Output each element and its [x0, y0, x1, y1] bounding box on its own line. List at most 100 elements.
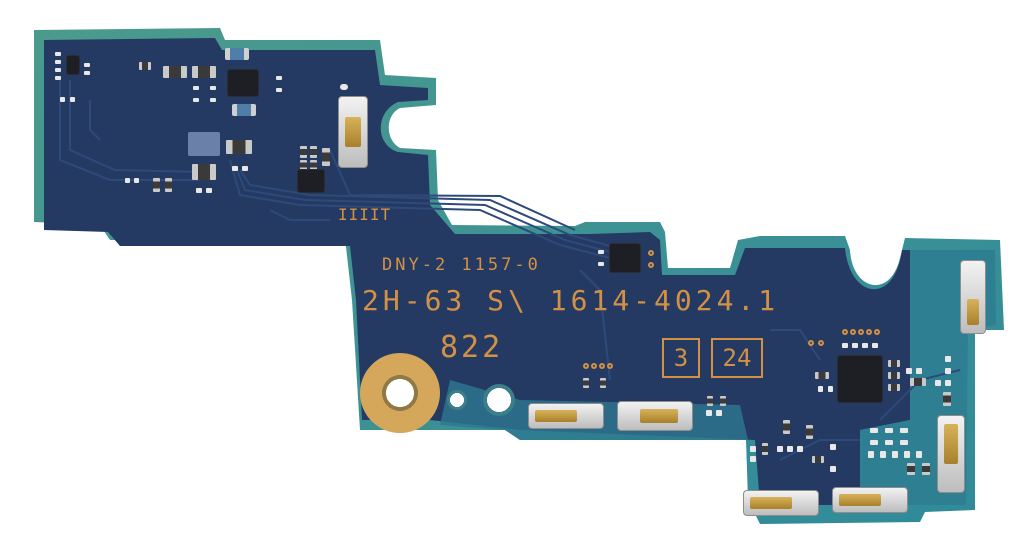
- via-ring: [858, 329, 864, 335]
- resistor: [165, 178, 172, 192]
- smd-pad: [868, 451, 874, 458]
- silkscreen-code: 822: [440, 330, 504, 365]
- smd-pad: [830, 466, 836, 472]
- spring-contact: [743, 490, 819, 516]
- smd-pad: [196, 188, 202, 193]
- smd-pad: [598, 250, 604, 254]
- resistor: [888, 372, 900, 379]
- smd-pad: [906, 368, 912, 374]
- capacitor: [139, 62, 151, 70]
- resistor: [310, 146, 317, 158]
- resistor: [910, 378, 926, 386]
- via-ring: [874, 329, 880, 335]
- spring-contact: [937, 415, 965, 493]
- smd-pad: [210, 98, 216, 102]
- smd-pad: [70, 97, 75, 102]
- resistor: [300, 160, 307, 170]
- smd-pad: [842, 343, 848, 348]
- smd-pad: [598, 262, 604, 266]
- blue-capacitor: [232, 104, 256, 116]
- resistor: [600, 378, 606, 388]
- smd-pad: [945, 368, 951, 374]
- smd-pad: [870, 428, 878, 433]
- smd-pad: [797, 446, 803, 452]
- smd-pad: [872, 343, 878, 348]
- silkscreen-marker: IIIIT: [338, 205, 392, 224]
- smd-pad: [60, 97, 65, 102]
- small-hole: [483, 384, 515, 416]
- via-ring: [648, 250, 654, 256]
- smd-pad: [818, 386, 823, 392]
- resistor: [806, 425, 813, 439]
- smd-pad: [885, 428, 893, 433]
- resistor: [943, 392, 951, 406]
- smd-pad: [916, 451, 922, 458]
- spring-contact: [832, 487, 908, 513]
- smd-pad: [206, 188, 212, 193]
- via-ring: [591, 363, 597, 369]
- main-ic-chip: [838, 356, 882, 402]
- smd-pad: [830, 444, 836, 450]
- resistor: [300, 146, 307, 158]
- smd-pad: [750, 446, 756, 452]
- smd-pad: [750, 456, 756, 462]
- resistor: [720, 396, 726, 406]
- resistor: [153, 178, 160, 192]
- resistor: [907, 463, 915, 475]
- smd-pad: [276, 88, 282, 92]
- via-ring: [583, 363, 589, 369]
- via-ring: [850, 329, 856, 335]
- smd-pad: [870, 440, 878, 445]
- inductor: [192, 164, 216, 180]
- ic-chip: [228, 70, 258, 96]
- hole-marker: [340, 84, 348, 90]
- smd-pad: [55, 76, 61, 80]
- silkscreen-part-number: DNY-2 1157-0: [382, 255, 541, 275]
- smd-pad: [193, 86, 199, 90]
- resistor: [888, 384, 900, 391]
- resistor: [888, 360, 900, 367]
- smd-pad: [125, 178, 130, 183]
- resistor: [310, 160, 317, 170]
- smd-pad: [945, 356, 951, 362]
- smd-pad: [84, 63, 90, 67]
- via-ring: [818, 340, 824, 346]
- smd-pad: [852, 343, 858, 348]
- spring-contact: [528, 403, 604, 429]
- via-ring: [648, 262, 654, 268]
- spring-contact: [617, 401, 693, 431]
- smd-pad: [862, 343, 868, 348]
- resistor: [322, 148, 330, 166]
- smd-pad: [276, 76, 282, 80]
- smd-pad: [916, 368, 922, 374]
- smd-pad: [900, 440, 908, 445]
- smd-pad: [828, 386, 833, 392]
- smd-pad: [900, 428, 908, 433]
- ic-chip: [610, 244, 640, 272]
- silkscreen-box-24: 24: [711, 338, 763, 378]
- smd-pad: [706, 410, 712, 416]
- ic-chip: [67, 56, 79, 74]
- resistor: [815, 372, 829, 379]
- smd-pad: [904, 451, 910, 458]
- ic-chip: [298, 170, 324, 192]
- silkscreen-serial: 2H-63 S\ 1614-4024.1: [362, 284, 780, 317]
- smd-pad: [232, 166, 238, 171]
- silkscreen-box-3: 3: [662, 338, 700, 378]
- smd-pad: [935, 380, 941, 386]
- resistor: [707, 396, 713, 406]
- via-ring: [842, 329, 848, 335]
- smd-pad: [84, 71, 90, 75]
- smd-pad: [55, 68, 61, 72]
- resistor: [192, 66, 216, 78]
- resistor: [783, 420, 790, 434]
- microphone-component: [338, 96, 368, 168]
- smd-pad: [716, 410, 722, 416]
- smd-pad: [945, 380, 951, 386]
- smd-pad: [193, 98, 199, 102]
- smd-pad: [134, 178, 139, 183]
- smd-pad: [880, 451, 886, 458]
- resistor: [762, 443, 768, 455]
- mounting-hole: [360, 353, 440, 433]
